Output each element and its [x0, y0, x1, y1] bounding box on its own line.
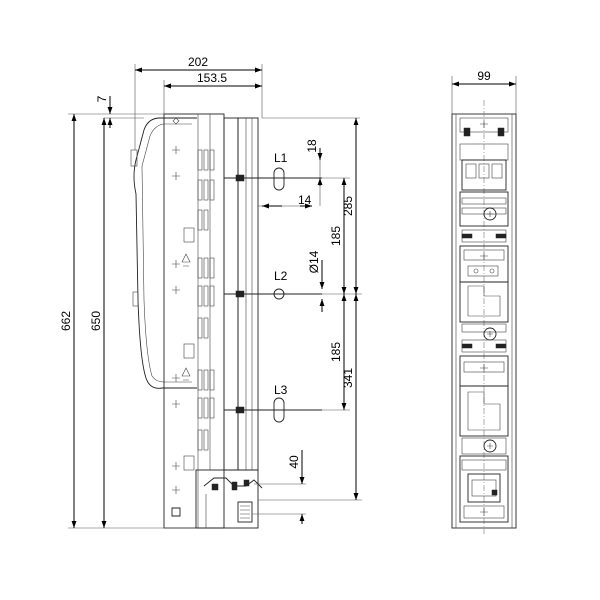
side-view: 99	[451, 69, 517, 534]
label-l3: L3	[274, 383, 288, 397]
dim-pitch-upper: 185	[329, 226, 343, 246]
screw-symbols	[172, 117, 191, 494]
fuse-module-middle	[459, 245, 509, 353]
dim-body-height: 650	[89, 311, 103, 331]
dim-pitch-lower: 185	[329, 342, 343, 362]
dim-upper-span: 285	[341, 196, 355, 216]
dim-inner-width: 153.5	[197, 71, 227, 85]
dim-lower-span: 341	[341, 368, 355, 388]
label-l1: L1	[274, 151, 288, 165]
dim-top-offset: 7	[95, 95, 109, 102]
terminal-l1	[224, 167, 322, 207]
handle-outline	[133, 117, 197, 389]
vent-slots	[183, 149, 215, 471]
dim-overall-height: 662	[59, 311, 73, 331]
terminal-l2	[224, 288, 322, 300]
dim-bottom-offset: 40	[287, 455, 301, 469]
dim-terminal-gap: 14	[298, 193, 312, 207]
bottom-clamp	[171, 469, 263, 529]
fuse-module-lower	[459, 355, 509, 455]
label-l2: L2	[274, 269, 288, 283]
bottom-terminal	[459, 455, 509, 523]
front-view: 202 153.5 7 662 650 L1 L2 L3 18 14	[59, 55, 362, 529]
dim-side-width: 99	[477, 69, 491, 83]
dim-terminal-offset: 18	[305, 139, 319, 153]
fuse-module-upper	[459, 143, 509, 243]
dim-overall-width: 202	[188, 55, 208, 69]
dim-hole-diameter: Ø14	[307, 250, 321, 273]
terminal-l3	[224, 397, 322, 423]
